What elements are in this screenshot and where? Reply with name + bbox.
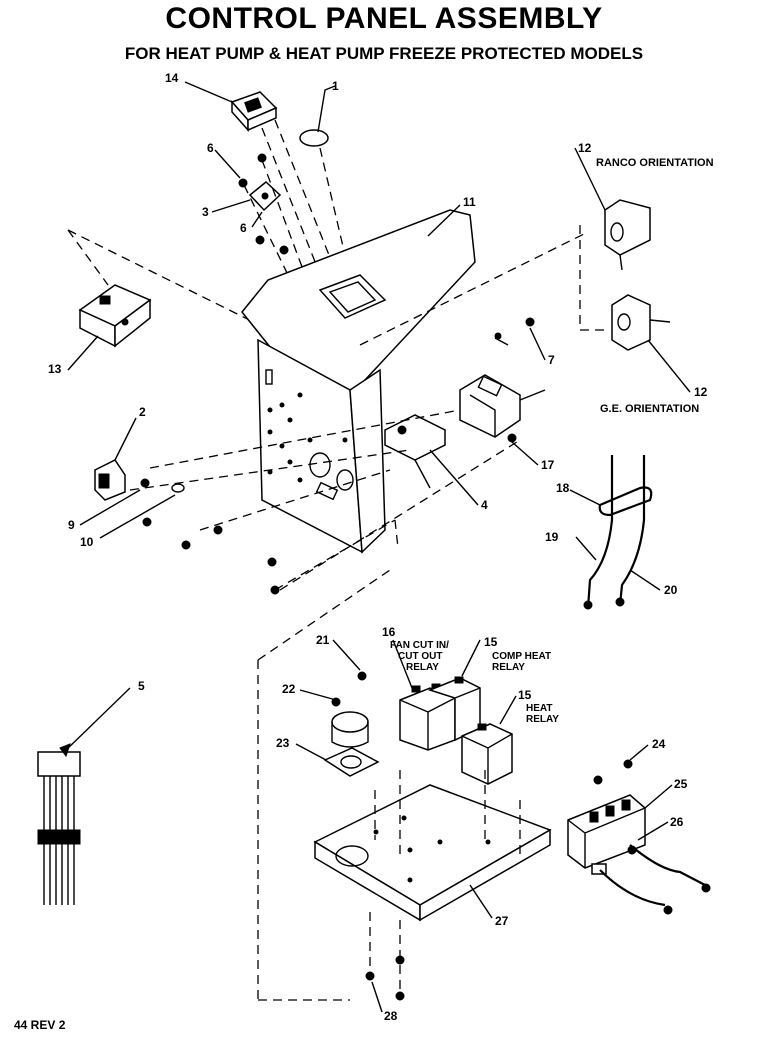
part-12-ge [611,294,671,351]
fan-relay-label-1: FAN CUT IN/ [390,640,449,651]
part-14-switch [230,91,278,132]
part-number-23: 23 [276,736,290,750]
part-number-1: 1 [332,79,339,93]
part-9-screw [140,478,152,527]
part-number-2: 2 [139,405,146,419]
part-11-control-panel [241,209,476,554]
part-15-heat-relay [461,723,513,785]
part-number-25: 25 [674,777,688,791]
part-12-ranco [604,199,651,271]
part-4-switch [384,414,446,489]
part-7-screw [494,317,535,346]
part-number-11: 11 [463,195,476,209]
part-13-thermostat [78,284,152,348]
ranco-orientation-label: RANCO ORIENTATION [596,157,714,169]
page-title: CONTROL PANEL ASSEMBLY [165,2,603,35]
fan-relay-label-3: RELAY [406,662,439,673]
part-21-screw [357,671,367,681]
page-subtitle: FOR HEAT PUMP & HEAT PUMP FREEZE PROTECT… [124,44,644,63]
part-24-screws [593,759,633,785]
part-number-18: 18 [556,481,570,495]
part-20-wire [615,455,646,607]
part-number-3: 3 [202,205,209,219]
part-number-21: 21 [316,633,330,647]
part-number-27: 27 [495,914,509,928]
part-10-grommet [171,483,185,493]
part-17-contactor [459,374,546,443]
part-number-10: 10 [80,535,94,549]
part-27-base-plate [313,784,552,922]
revision-label: 44 REV 2 [14,1018,66,1032]
part-26-wire-lead [599,844,711,915]
part-number-7: 7 [548,353,555,367]
part-25-terminal-block [567,794,646,875]
part-2-rocker-switch [94,459,126,501]
part-number-4: 4 [481,498,488,512]
part-6-screws-top [238,153,289,255]
part-number-5: 5 [138,679,145,693]
fan-relay-label-2: CUT OUT [398,651,442,662]
part-number-19: 19 [545,530,559,544]
part-18-clamp [598,486,653,517]
panel-screws [181,525,280,595]
part-number-28: 28 [384,1009,398,1023]
part-19-wire [583,455,614,610]
part-number-12a: 12 [578,141,592,155]
part-1-label [299,85,336,147]
comp-relay-label-1: COMP HEAT [492,651,551,662]
part-number-12b: 12 [694,385,708,399]
part-number-6b: 6 [240,221,247,235]
part-28-screws [365,955,405,1001]
ge-orientation-label: G.E. ORIENTATION [600,403,699,415]
part-number-14: 14 [165,71,179,85]
comp-relay-label-2: RELAY [492,662,525,673]
part-number-22: 22 [282,682,296,696]
part-number-24: 24 [652,737,666,751]
part-number-9: 9 [68,518,75,532]
part-number-13: 13 [48,362,62,376]
part-number-26: 26 [670,815,684,829]
part-22-clamp [331,697,369,748]
part-number-15b: 15 [518,688,532,702]
part-number-17: 17 [541,458,555,472]
heat-relay-label-1: HEAT [526,703,552,714]
part-number-15a: 15 [484,635,498,649]
part-23-gasket [323,747,380,777]
part-number-20: 20 [664,583,678,597]
part-number-16: 16 [382,625,396,639]
part-5-wire-harness [37,751,81,905]
heat-relay-label-2: RELAY [526,714,559,725]
part-number-6a: 6 [207,141,214,155]
